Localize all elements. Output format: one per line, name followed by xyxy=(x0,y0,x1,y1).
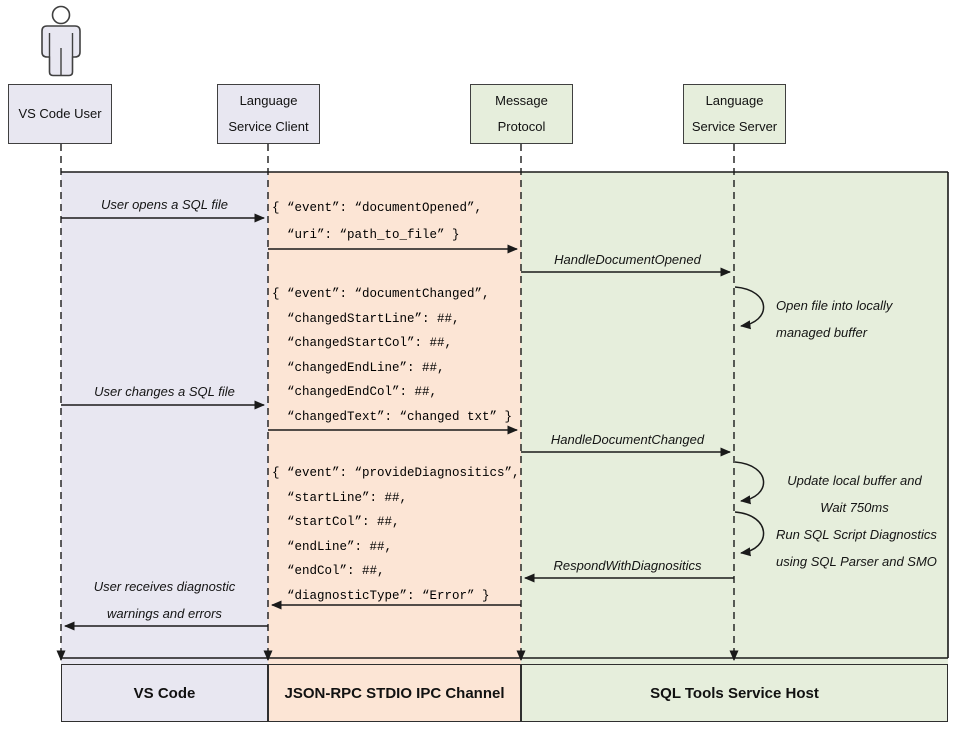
note-line: Update local buffer and xyxy=(787,473,922,488)
json-line: { “event”: “provideDiagnositics”, xyxy=(272,466,520,480)
json-line: { “event”: “documentOpened”, xyxy=(272,201,483,215)
json-line: “endCol”: ##, xyxy=(272,564,385,578)
json-line: “diagnosticType”: “Error” } xyxy=(272,588,490,603)
vscode-lane-band xyxy=(61,172,268,664)
payload-document-changed: { “event”: “documentChanged”, “changedSt… xyxy=(272,282,512,429)
host-lane-band xyxy=(521,172,948,664)
label-user-changes: User changes a SQL file xyxy=(94,384,235,399)
note-run-diagnostics: Run SQL Script Diagnostics using SQL Par… xyxy=(776,521,937,575)
json-line: “startCol”: ##, xyxy=(272,515,400,529)
json-line: “changedStartLine”: ##, xyxy=(272,311,460,326)
json-line: “changedStartCol”: ##, xyxy=(272,336,453,350)
note-line: Open file into locally xyxy=(776,298,893,313)
actor-label-line: Service Server xyxy=(691,119,778,134)
payload-provide-diagnostics: { “event”: “provideDiagnositics”, “start… xyxy=(272,461,520,608)
footer-box-vscode: VS Code xyxy=(61,664,268,722)
json-line: “endLine”: ##, xyxy=(272,539,393,554)
note-line: Wait 750ms xyxy=(820,500,889,515)
note-line: managed buffer xyxy=(776,325,868,340)
footer-label: SQL Tools Service Host xyxy=(650,684,819,702)
actor-box-language-service-server: Language Service Server xyxy=(683,84,786,144)
footer-label: JSON-RPC STDIO IPC Channel xyxy=(284,684,505,702)
note-open-file: Open file into locally managed buffer xyxy=(776,292,892,346)
label-line: User receives diagnostic xyxy=(93,579,236,594)
footer-box-sql-tools-service-host: SQL Tools Service Host xyxy=(521,664,948,722)
actor-box-language-service-client: Language Service Client xyxy=(217,84,320,144)
payload-document-opened: { “event”: “documentOpened”, “uri”: “pat… xyxy=(272,195,482,249)
note-update-buffer: Update local buffer and Wait 750ms xyxy=(772,467,937,521)
footer-box-ipc-channel: JSON-RPC STDIO IPC Channel xyxy=(268,664,521,722)
label-line: warnings and errors xyxy=(107,606,222,621)
footer-label: VS Code xyxy=(133,684,196,702)
actor-label-line: Service Client xyxy=(228,119,309,134)
json-line: “changedEndCol”: ##, xyxy=(272,385,438,399)
label-user-opens: User opens a SQL file xyxy=(101,197,228,212)
actor-label-line: Language xyxy=(705,93,764,108)
json-line: “startLine”: ##, xyxy=(272,490,408,505)
actor-label: VS Code User xyxy=(18,106,102,121)
actor-label-line: Message xyxy=(495,93,548,108)
label-user-receives: User receives diagnostic warnings and er… xyxy=(61,573,268,627)
actor-label-line: Language xyxy=(239,93,298,108)
label-respond-with-diagnostics: RespondWithDiagnositics xyxy=(553,558,702,573)
actor-box-vscode-user: VS Code User xyxy=(8,84,112,144)
note-line: using SQL Parser and SMO xyxy=(776,554,937,569)
json-line: “changedText”: “changed txt” } xyxy=(272,409,513,424)
label-handle-document-opened: HandleDocumentOpened xyxy=(554,252,701,267)
actor-label-line: Protocol xyxy=(497,119,546,134)
note-line: Run SQL Script Diagnostics xyxy=(776,527,937,542)
label-handle-document-changed: HandleDocumentChanged xyxy=(550,432,705,447)
json-line: { “event”: “documentChanged”, xyxy=(272,287,490,301)
ipc-lane-band xyxy=(268,172,521,664)
json-line: “uri”: “path_to_file” } xyxy=(272,228,460,242)
json-line: “changedEndLine”: ##, xyxy=(272,360,445,375)
user-actor-icon xyxy=(41,5,81,77)
actor-box-message-protocol: Message Protocol xyxy=(470,84,573,144)
